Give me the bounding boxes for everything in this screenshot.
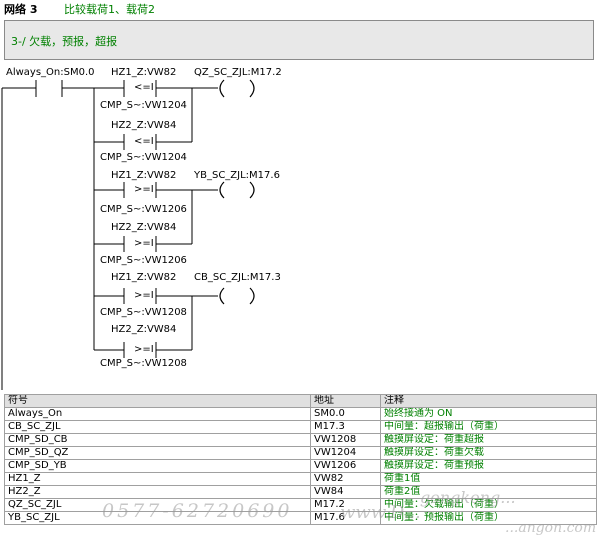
address-cell: VW1208 [310,433,381,447]
symbol-cell: HZ1_Z [4,472,311,486]
address-cell: VW84 [310,485,381,499]
coil-2-right [249,181,255,199]
site-watermark-1: www.D... [340,502,421,523]
symbol-cell: CMP_SD_CB [4,433,311,447]
address-cell: M17.3 [310,420,381,434]
compare-3-op: >=I [134,184,154,195]
header-address[interactable]: 地址 [310,394,381,408]
compare-2-in1: HZ2_Z:VW84 [111,120,177,131]
comment-cell: 触摸屏设定：荷重欠载 [380,446,597,460]
always-on-label: Always_On:SM0.0 [6,67,95,78]
comment-cell: 触摸屏设定：荷重预报 [380,459,597,473]
address-cell: VW1204 [310,446,381,460]
symbol-cell: CMP_SD_YB [4,459,311,473]
comment-cell: 中间量：超报输出（荷重） [380,420,597,434]
compare-5-in1: HZ1_Z:VW82 [111,272,177,283]
compare-2-op: <=I [134,136,154,147]
site-watermark-3: ...angon.com [505,520,597,536]
symbol-table-header: 符号 地址 注释 [4,394,597,408]
coil-2-left [219,181,225,199]
compare-6-op: >=I [134,344,154,355]
compare-5-in2: CMP_S~:VW1208 [100,307,187,318]
compare-6-in2: CMP_S~:VW1208 [100,358,187,369]
symbol-cell: YB_SC_ZJL [4,511,311,525]
comment-cell: 中间量：预报输出（荷重） [380,511,597,525]
compare-3-in2: CMP_S~:VW1206 [100,204,187,215]
symbol-cell: HZ2_Z [4,485,311,499]
network-comment-text: 3-/ 欠载，预报，超报 [11,35,118,48]
compare-1-in2: CMP_S~:VW1204 [100,100,187,111]
compare-5-op: >=I [134,290,154,301]
comment-cell: 始终接通为 ON [380,407,597,421]
address-cell: SM0.0 [310,407,381,421]
symbol-cell: CMP_SD_QZ [4,446,311,460]
comment-cell: 触摸屏设定：荷重超报 [380,433,597,447]
address-cell: VW1206 [310,459,381,473]
ladder-diagram[interactable] [0,0,600,390]
coil-1-label: QZ_SC_ZJL:M17.2 [194,67,282,78]
site-watermark-2: gongkong... [420,488,516,507]
network-number: 网络 3 [4,3,38,16]
coil-1-right [249,79,255,98]
coil-1-left [219,79,225,98]
compare-1-in1: HZ1_Z:VW82 [111,67,177,78]
header-comment[interactable]: 注释 [380,394,597,408]
compare-3-in1: HZ1_Z:VW82 [111,170,177,181]
compare-4-in2: CMP_S~:VW1206 [100,255,187,266]
compare-2-in2: CMP_S~:VW1204 [100,152,187,163]
network-title: 比较载荷1、载荷2 [64,3,155,16]
compare-4-in1: HZ2_Z:VW84 [111,222,177,233]
network-comment-box[interactable]: 3-/ 欠载，预报，超报 [4,20,594,60]
compare-1-op: <=I [134,82,154,93]
network-header[interactable]: 网络 3 比较载荷1、载荷2 [0,0,600,16]
compare-6-in1: HZ2_Z:VW84 [111,324,177,335]
coil-3-label: CB_SC_ZJL:M17.3 [194,272,281,283]
comment-cell: 荷重1值 [380,472,597,486]
coil-3-left [219,287,225,305]
phone-watermark: 0577-62720690 [102,500,293,522]
header-symbol[interactable]: 符号 [4,394,311,408]
symbol-cell: CB_SC_ZJL [4,420,311,434]
compare-4-op: >=I [134,238,154,249]
coil-3-right [249,287,255,305]
address-cell: VW82 [310,472,381,486]
coil-2-label: YB_SC_ZJL:M17.6 [194,170,280,181]
symbol-cell: Always_On [4,407,311,421]
